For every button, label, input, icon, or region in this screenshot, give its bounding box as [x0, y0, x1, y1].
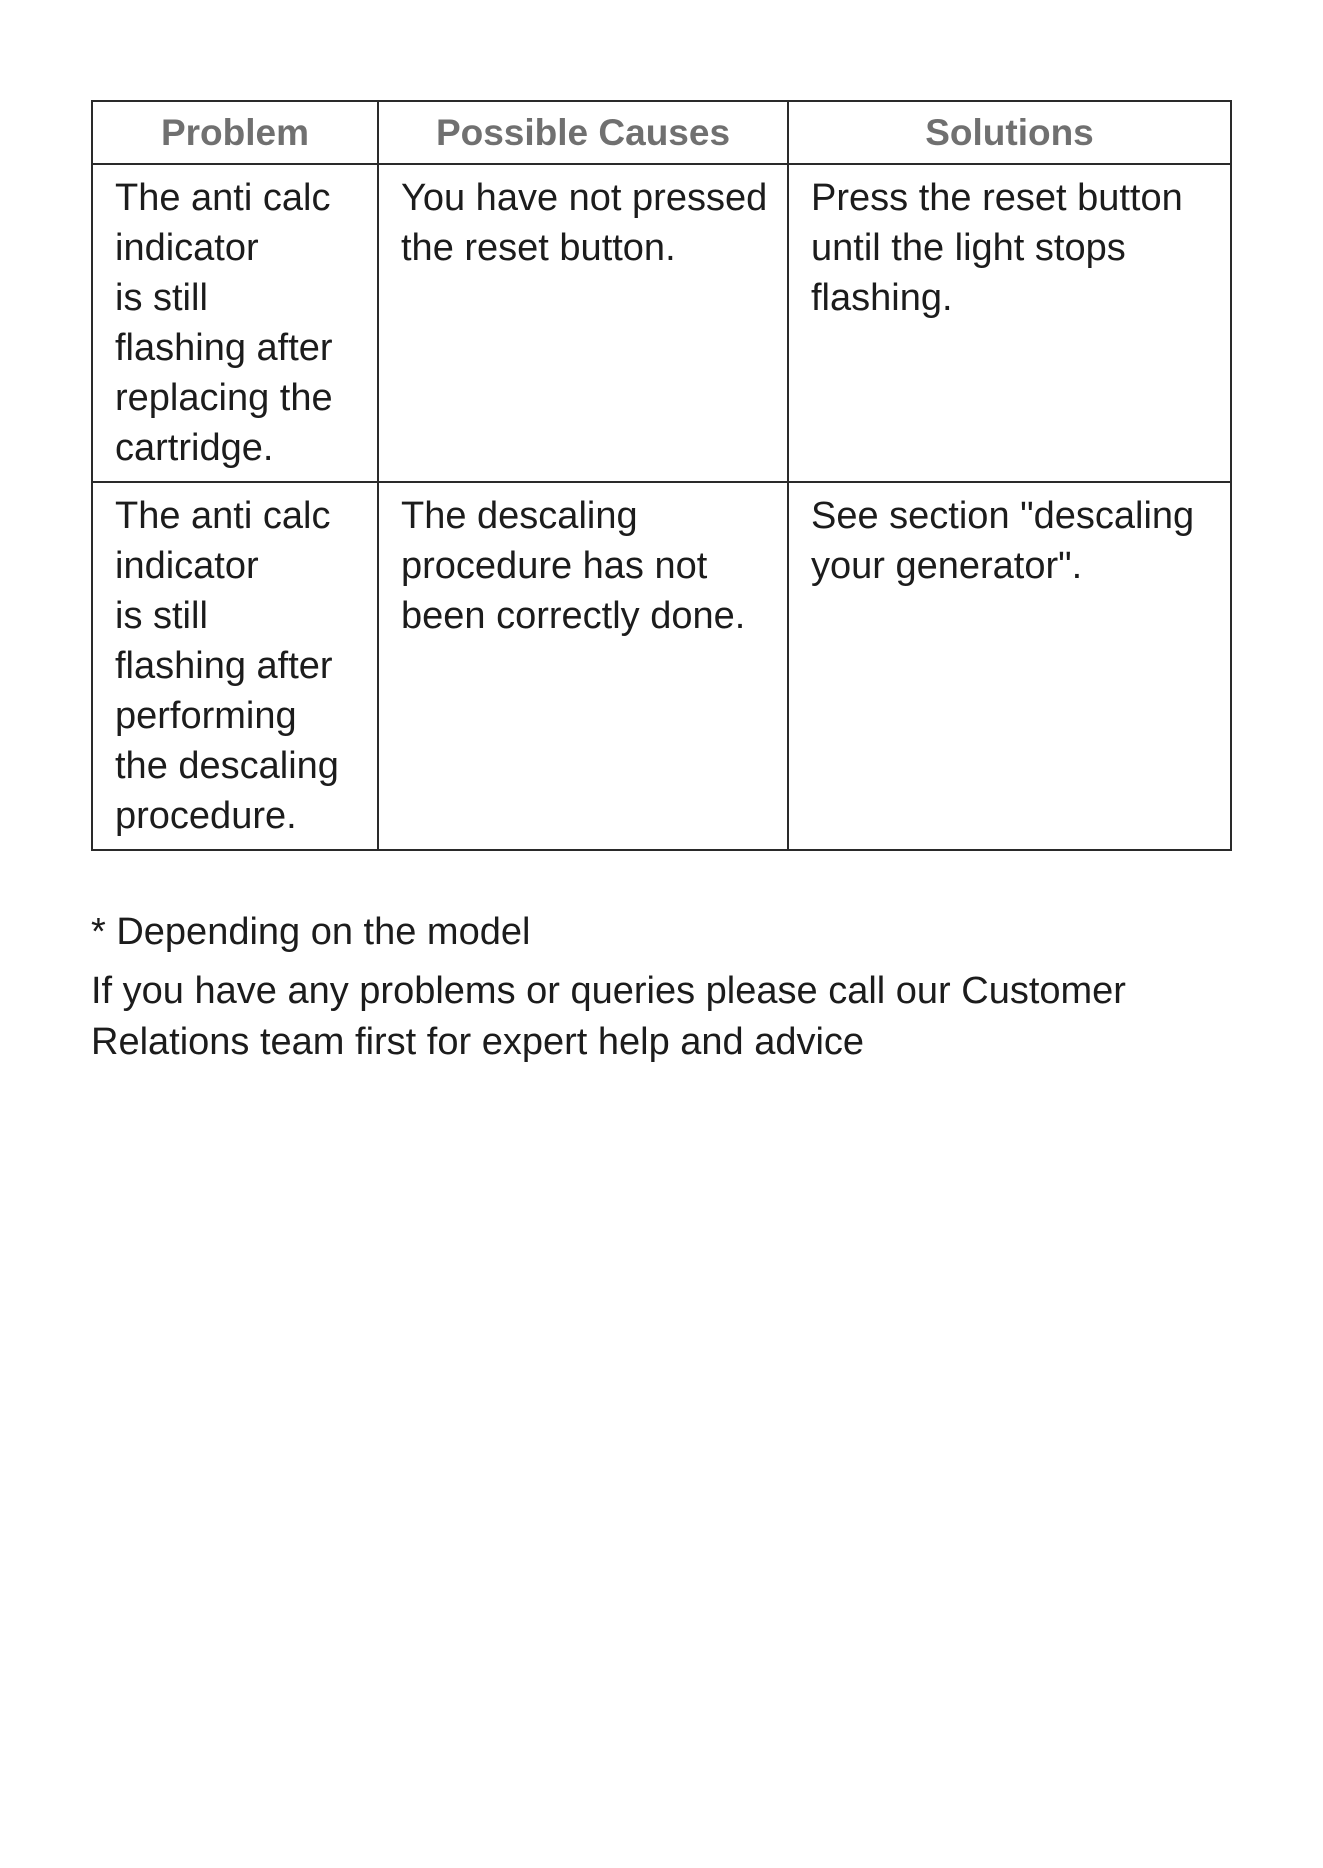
header-problem: Problem	[91, 100, 379, 165]
table-row: The anti calc indicator is still flashin…	[91, 163, 1232, 483]
problem-text-line: The anti calc	[115, 177, 331, 219]
problem-text-line: is still	[115, 595, 208, 637]
problem-text-line: is still	[115, 277, 208, 319]
model-footnote: * Depending on the model	[91, 911, 531, 953]
customer-relations-note: If you have any problems or queries plea…	[91, 966, 1126, 1068]
solution-text-line: See section "descaling	[811, 495, 1195, 537]
cause-cell: You have not pressed the reset button.	[377, 163, 789, 483]
header-possible-causes: Possible Causes	[377, 100, 789, 165]
solution-cell: Press the reset button until the light s…	[787, 163, 1232, 483]
cause-text-line: the reset button.	[401, 227, 676, 269]
solution-text-line: Press the reset button	[811, 177, 1183, 219]
problem-text-line: cartridge.	[115, 427, 274, 469]
troubleshooting-table: Problem Possible Causes Solutions The an…	[91, 100, 1232, 851]
advice-text-line: Relations team first for expert help and…	[91, 1021, 865, 1063]
problem-text-line: replacing the	[115, 377, 333, 419]
problem-text-line: the descaling	[115, 745, 339, 787]
cause-text-line: You have not pressed	[401, 177, 768, 219]
solution-text-line: until the light stops	[811, 227, 1126, 269]
problem-text-line: procedure.	[115, 795, 297, 837]
cause-cell: The descaling procedure has not been cor…	[377, 481, 789, 851]
advice-text-line: If you have any problems or queries plea…	[91, 970, 1126, 1012]
solution-text-line: your generator".	[811, 545, 1083, 587]
problem-text-line: performing	[115, 695, 297, 737]
header-solutions: Solutions	[787, 100, 1232, 165]
problem-text-line: The anti calc	[115, 495, 331, 537]
cause-text-line: The descaling	[401, 495, 638, 537]
problem-text-line: flashing after	[115, 645, 333, 687]
table-row: The anti calc indicator is still flashin…	[91, 481, 1232, 851]
problem-cell: The anti calc indicator is still flashin…	[91, 163, 379, 483]
table-header-row: Problem Possible Causes Solutions	[91, 100, 1232, 165]
problem-text-line: flashing after	[115, 327, 333, 369]
solution-text-line: flashing.	[811, 277, 953, 319]
cause-text-line: procedure has not	[401, 545, 708, 587]
problem-cell: The anti calc indicator is still flashin…	[91, 481, 379, 851]
cause-text-line: been correctly done.	[401, 595, 746, 637]
problem-text-line: indicator	[115, 545, 259, 587]
problem-text-line: indicator	[115, 227, 259, 269]
solution-cell: See section "descaling your generator".	[787, 481, 1232, 851]
